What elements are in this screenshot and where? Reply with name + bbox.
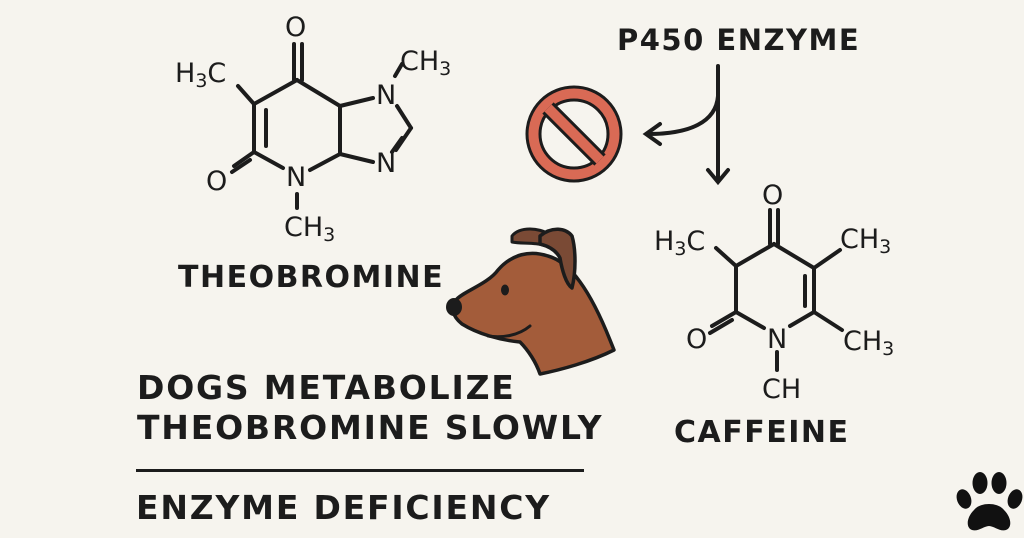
subheadline: ENZYME DEFICIENCY bbox=[136, 488, 551, 527]
caffeine-ch3-top-right: CH3 bbox=[840, 224, 892, 258]
theobromine-nitrogen-right: N bbox=[376, 148, 397, 179]
theobromine-label: THEOBROMINE bbox=[178, 260, 445, 295]
theobromine-ch3-top: CH3 bbox=[400, 46, 452, 80]
theobromine-nitrogen-bottom: N bbox=[286, 162, 307, 193]
divider-line bbox=[136, 469, 584, 472]
caffeine-label: CAFFEINE bbox=[674, 415, 850, 450]
caffeine-ch-group: CH bbox=[762, 374, 802, 405]
theobromine-nitrogen-top: N bbox=[376, 80, 397, 111]
theobromine-oxygen-left: O bbox=[206, 166, 228, 197]
caffeine-oxygen-top: O bbox=[762, 180, 784, 211]
caffeine-ch3-bottom-right: CH3 bbox=[843, 326, 895, 360]
caffeine-oxygen-left: O bbox=[686, 324, 708, 355]
headline-line-2: THEOBROMINE SLOWLY bbox=[137, 408, 604, 447]
theobromine-ch3-bottom: CH3 bbox=[284, 212, 336, 246]
theobromine-h3c-group: H3C bbox=[175, 58, 227, 92]
p450-enzyme-label: P450 ENZYME bbox=[617, 23, 861, 57]
caffeine-h3c-group: H3C bbox=[654, 226, 706, 260]
headline: DOGS METABOLIZE THEOBROMINE SLOWLY bbox=[137, 368, 603, 448]
caffeine-nitrogen: N bbox=[767, 324, 788, 355]
theobromine-oxygen-top: O bbox=[285, 12, 307, 43]
headline-line-1: DOGS METABOLIZE bbox=[137, 368, 516, 407]
